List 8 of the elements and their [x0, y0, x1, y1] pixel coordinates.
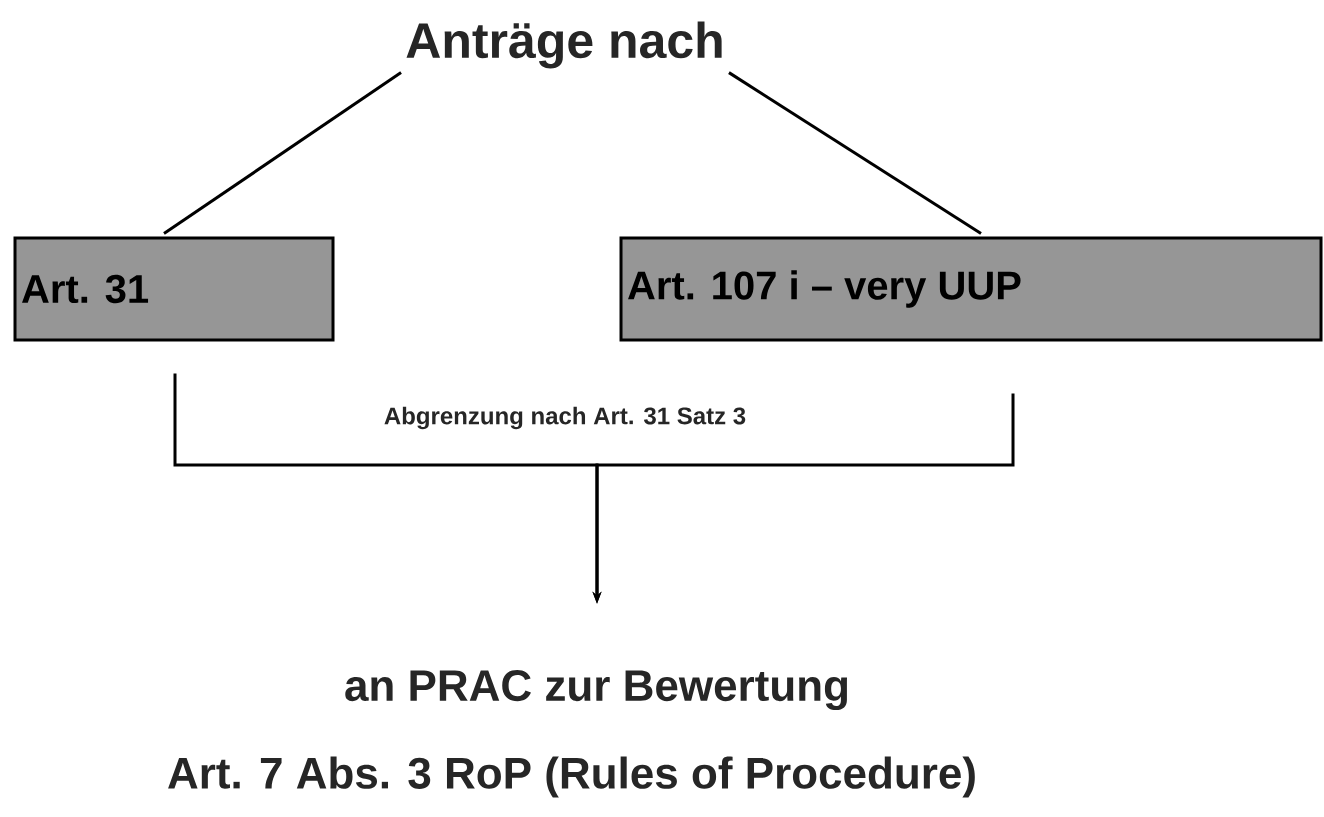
result-text: an PRAC zur Bewertung — [345, 670, 848, 710]
heading-text: Anträge nach — [406, 21, 722, 69]
connector-line — [728, 71, 982, 235]
connector-line — [163, 71, 402, 235]
reference-text: Art. 7 Abs. 3 RoP (Rules of Procedure) — [168, 756, 975, 798]
article-box: Art. 107 i – very UUP — [619, 236, 1323, 342]
bracket-label: Abgrenzung nach Art. 31 Satz 3 — [384, 406, 746, 430]
article-box: Art. 31 — [13, 236, 335, 342]
